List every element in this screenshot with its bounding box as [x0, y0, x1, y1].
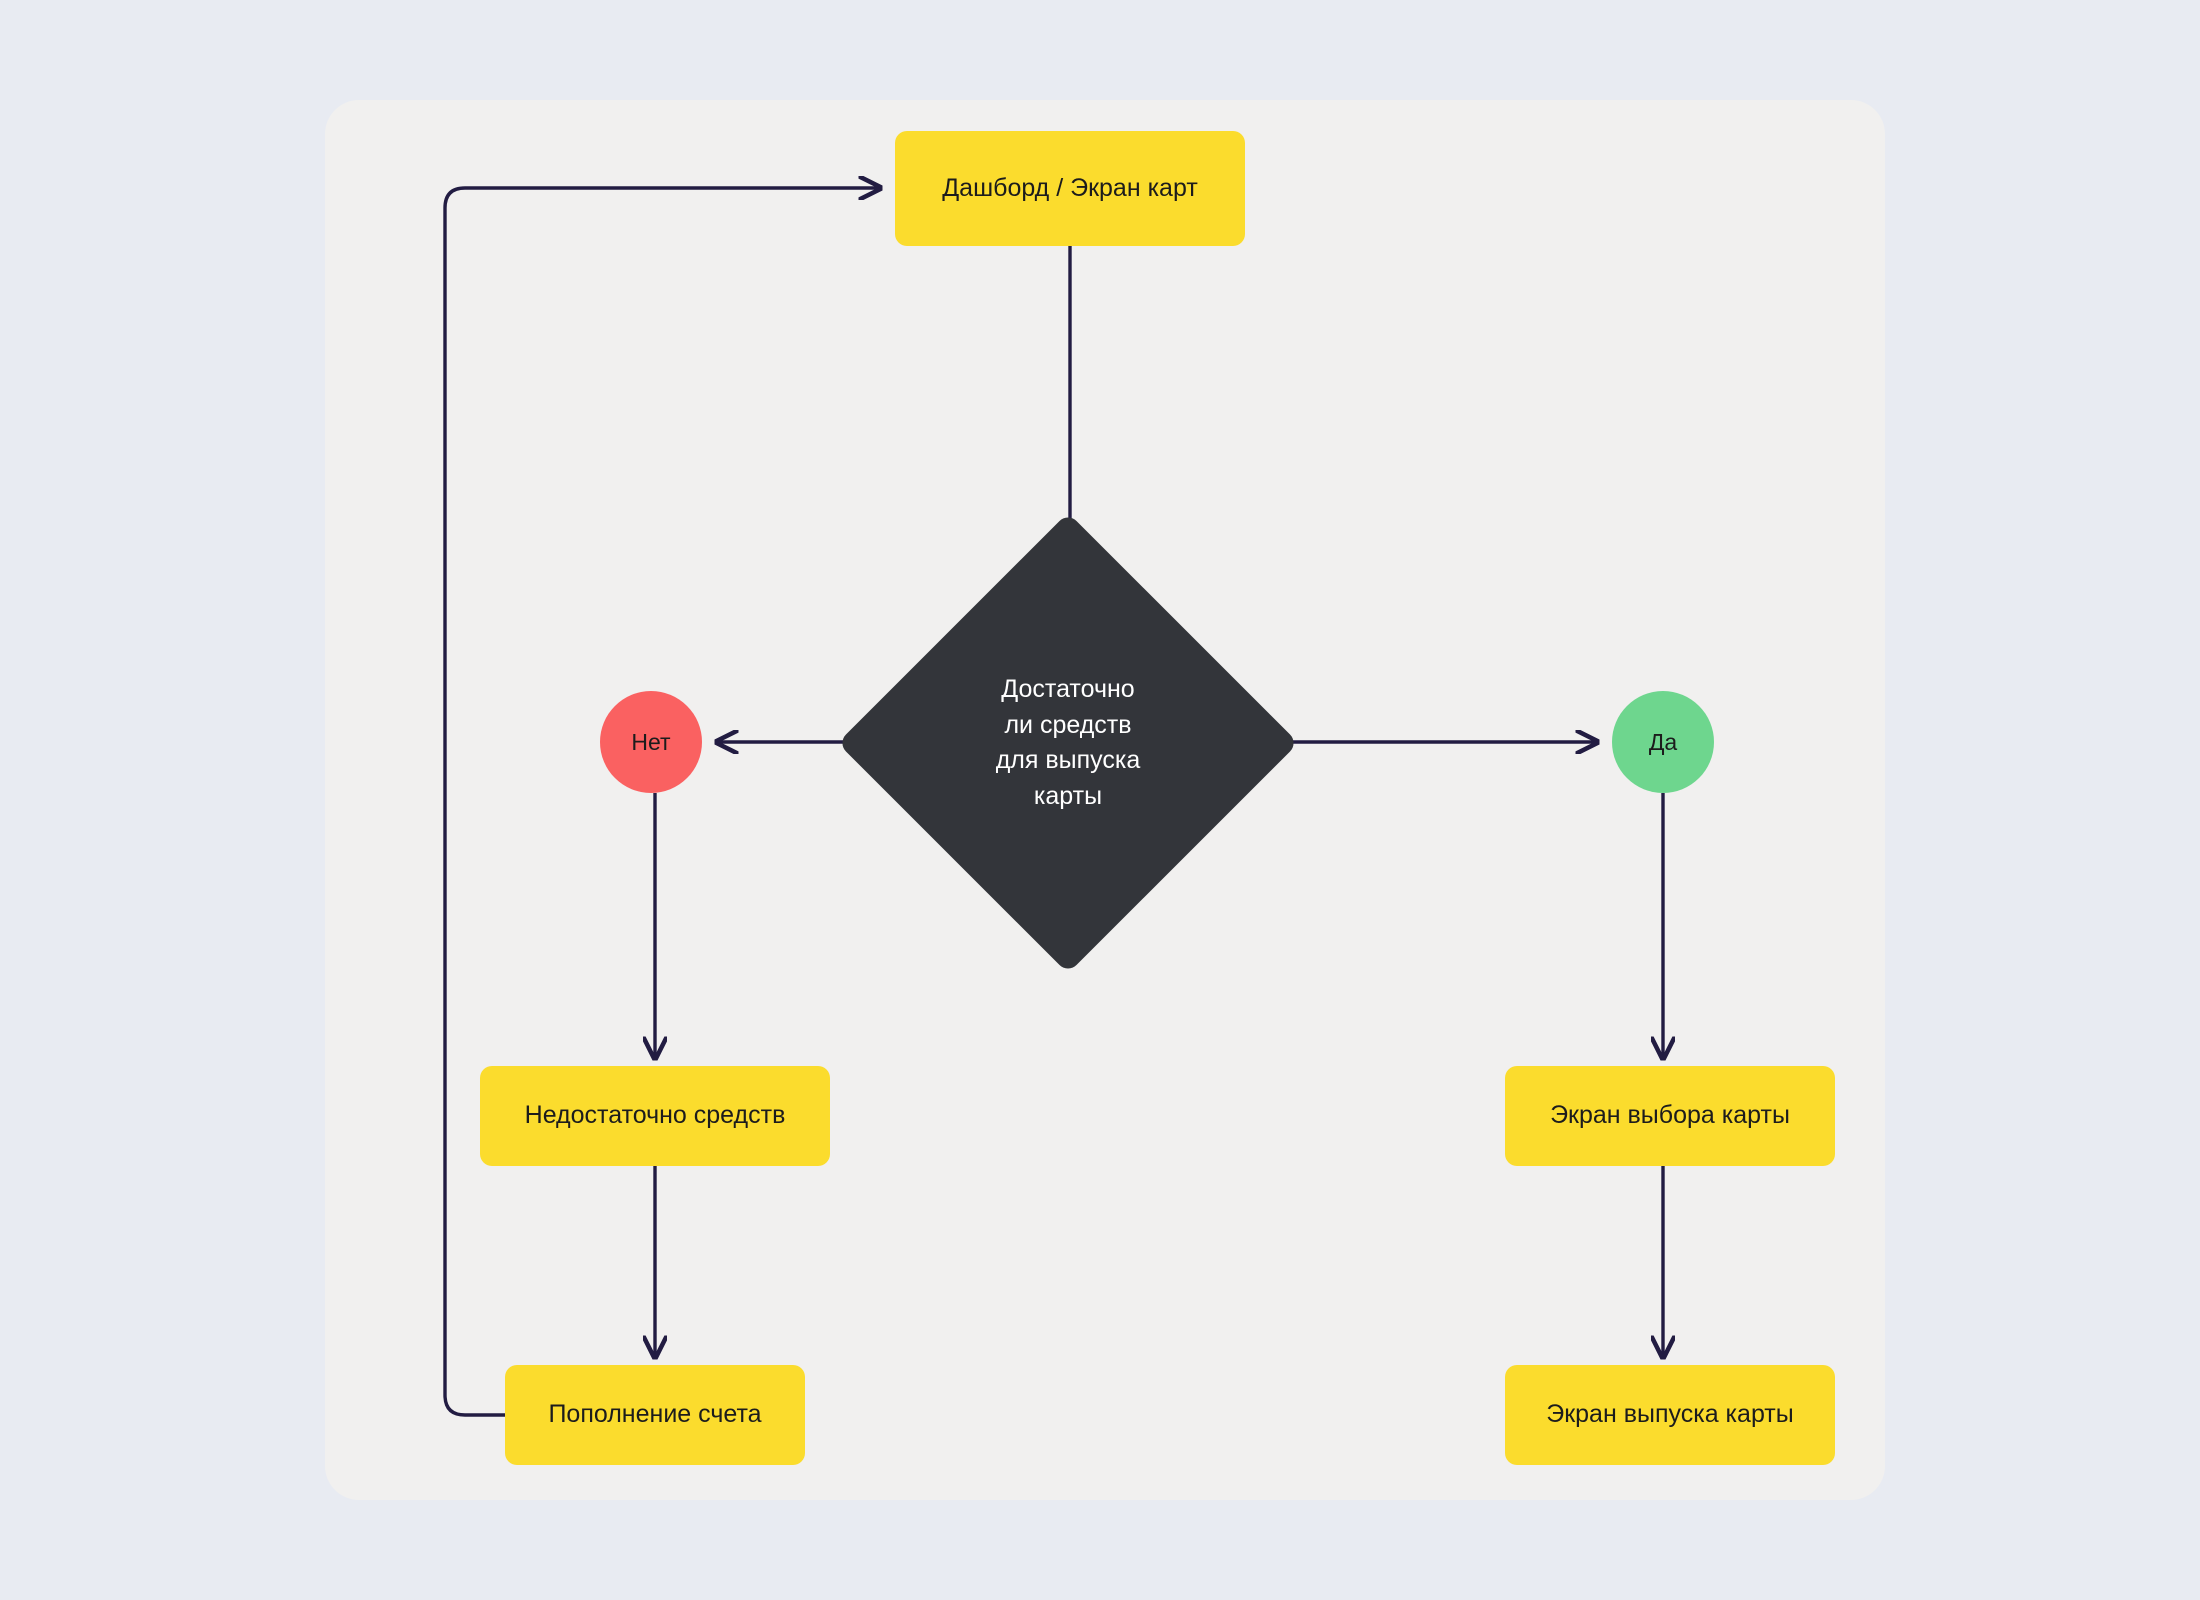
node-dashboard-label: Дашборд / Экран карт [942, 173, 1198, 202]
node-topup-account-label: Пополнение счета [548, 1400, 762, 1429]
node-card-select-screen-label: Экран выбора карты [1550, 1101, 1790, 1130]
node-no[interactable]: Нет [600, 691, 702, 793]
node-decision-line-3: для выпуска [995, 746, 1141, 774]
node-yes[interactable]: Да [1612, 691, 1714, 793]
node-no-label: Нет [631, 728, 671, 755]
node-dashboard[interactable]: Дашборд / Экран карт [895, 131, 1245, 246]
node-insufficient-funds-label: Недостаточно средств [524, 1101, 786, 1130]
node-card-select-screen[interactable]: Экран выбора карты [1505, 1066, 1835, 1166]
node-decision-line-1: Достаточно [1001, 675, 1135, 703]
node-decision-label: Достаточно ли средств для выпуска карты [943, 672, 1193, 814]
node-card-issue-screen[interactable]: Экран выпуска карты [1505, 1365, 1835, 1465]
node-card-issue-screen-label: Экран выпуска карты [1546, 1400, 1794, 1429]
node-yes-label: Да [1648, 728, 1678, 755]
node-decision-line-2: ли средств [1004, 710, 1132, 739]
node-topup-account[interactable]: Пополнение счета [505, 1365, 805, 1465]
node-decision-line-4: карты [1033, 781, 1103, 810]
node-insufficient-funds[interactable]: Недостаточно средств [480, 1066, 830, 1166]
